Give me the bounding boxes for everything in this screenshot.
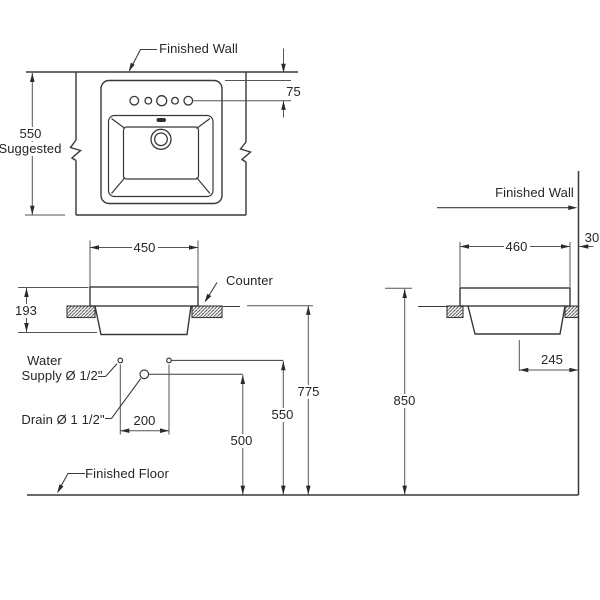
overflow-slot-icon (156, 118, 166, 122)
dim-550-suggested-note: Suggested (0, 142, 64, 156)
drain-hole (139, 369, 150, 380)
faucet-holes (129, 95, 194, 107)
dim-200-supply-spacing: 200 (133, 413, 156, 428)
counter-right-edge-break (239, 72, 252, 215)
counter-hatch-side-right (564, 305, 580, 319)
dim-500-drain-height: 500 (228, 433, 255, 448)
label-finished-wall-top: Finished Wall (159, 41, 238, 56)
arrowheads (24, 62, 589, 495)
dim-75-hole-offset: 75 (286, 83, 301, 99)
leader-finished-wall-top (129, 48, 157, 71)
leader-finished-floor (57, 472, 85, 492)
water-supply-hole-left (117, 357, 124, 364)
label-finished-wall-right: Finished Wall (495, 184, 574, 200)
counter-hatch-left (66, 305, 96, 319)
dim-193-basin-depth: 193 (13, 302, 39, 318)
dimension-lines (18, 48, 594, 495)
ext-200 (119, 364, 170, 435)
counter-hatch-right (191, 305, 223, 319)
label-water-supply-line2: Supply Ø 1/2" (21, 368, 103, 383)
dim-775-counter-height: 775 (295, 383, 322, 399)
section-view (66, 286, 240, 336)
sink-outline-top (100, 79, 223, 205)
counter-left-edge-break (69, 72, 82, 215)
dim-450-cutout-width: 450 (131, 239, 158, 255)
water-supply-hole-right (166, 357, 172, 364)
top-view (26, 71, 298, 216)
dim-850-rim-height: 850 (391, 393, 418, 408)
dim-550-supply-height: 550 (269, 406, 296, 422)
sink-rim-side (459, 287, 571, 307)
leader-water-supply (98, 363, 118, 378)
sink-bowl-side (467, 305, 566, 335)
label-drain: Drain Ø 1 1/2" (21, 411, 105, 427)
counter-hatch-side-left (446, 305, 464, 319)
basin-bevel-lines (111, 118, 211, 194)
basin-bottom-top (122, 126, 200, 180)
sink-rim-section (89, 286, 199, 307)
ext-450 (89, 240, 199, 287)
ext-460 (459, 242, 571, 287)
dim-30-wall-gap: 30 (584, 229, 600, 245)
leader-drain (105, 378, 142, 420)
sink-bowl-section (94, 305, 192, 336)
label-water-supply-line1: Water (27, 353, 62, 368)
dim-245-drain-wall-offset: 245 (541, 352, 563, 367)
dim-550-suggested-value: 550 (17, 126, 44, 141)
side-view (418, 171, 580, 495)
ext-193 (18, 287, 97, 333)
plumbing-view (117, 357, 284, 380)
dim-460-cutout-width-side: 460 (503, 238, 530, 254)
drain-top-icon (150, 128, 172, 150)
label-counter: Counter (226, 273, 273, 288)
label-finished-floor: Finished Floor (85, 465, 169, 481)
ext-75 (193, 80, 291, 102)
basin-rim-top (107, 114, 214, 198)
